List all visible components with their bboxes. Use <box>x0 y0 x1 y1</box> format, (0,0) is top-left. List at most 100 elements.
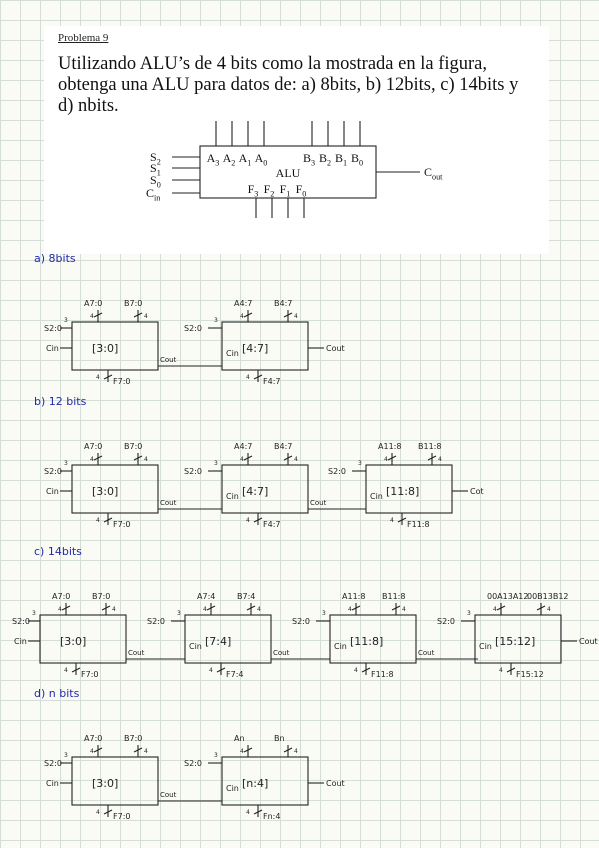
alu-bit-range: [11:8] <box>350 635 383 648</box>
f-output-label: F2 <box>264 182 275 198</box>
bus-width: 4 <box>144 748 148 755</box>
bus-width: 4 <box>58 606 62 613</box>
bus-width: 4 <box>246 374 250 381</box>
bus-width: 4 <box>294 313 298 320</box>
bus-width: 4 <box>348 606 352 613</box>
bus-width: 4 <box>246 809 250 816</box>
a-bus-label: An <box>234 734 245 743</box>
b-bus-label: B11:8 <box>418 442 441 451</box>
a-bus-label: A7:0 <box>52 592 70 601</box>
f-bus-label: Fn:4 <box>263 812 280 821</box>
s-input-label: S2:0 <box>184 324 202 333</box>
f-bus-label: F7:4 <box>226 670 243 679</box>
cin-label: Cin <box>226 492 239 501</box>
b-input-label: B1 <box>335 151 347 167</box>
f-bus-label: F7:0 <box>113 812 130 821</box>
bus-slash <box>243 312 253 318</box>
bus-width: 4 <box>499 667 503 674</box>
bus-slash <box>496 605 506 611</box>
alu-bit-range: [3:0] <box>92 485 118 498</box>
a-bus-label: A11:8 <box>342 592 365 601</box>
bus-width: 4 <box>203 606 207 613</box>
cascade-alu-box <box>184 614 272 664</box>
s-input-label: S2:0 <box>292 617 310 626</box>
cout-label: Cout <box>128 649 145 657</box>
alu-name: ALU <box>276 166 301 180</box>
bus-width: 4 <box>64 667 68 674</box>
bus-slash <box>391 605 401 611</box>
a-bus-label: A7:4 <box>197 592 215 601</box>
b-bus-label: B7:0 <box>124 442 142 451</box>
f-bus-label: F7:0 <box>113 377 130 386</box>
b-bus-label: B7:0 <box>124 734 142 743</box>
bus-slash <box>253 517 263 523</box>
b-bus-label: 00B13B12 <box>527 592 569 601</box>
a-bus-label: 00A13A12 <box>487 592 528 601</box>
f-bus-label: F4:7 <box>263 520 280 529</box>
s-input-label: S2:0 <box>44 324 62 333</box>
cascade-alu-box <box>71 321 159 371</box>
bus-width: 4 <box>96 809 100 816</box>
s-input-label: S2:0 <box>12 617 30 626</box>
a-bus-label: A7:0 <box>84 734 102 743</box>
a-bus-label: A7:0 <box>84 442 102 451</box>
section-label: a) 8bits <box>34 252 76 265</box>
bus-width: 4 <box>240 313 244 320</box>
bus-width: 4 <box>240 456 244 463</box>
cin-label: Cin <box>226 349 239 358</box>
bus-slash <box>283 312 293 318</box>
bus-width: 3 <box>358 460 362 467</box>
bus-width: 3 <box>64 460 68 467</box>
bus-width: 3 <box>214 460 218 467</box>
cin-label: Cin <box>146 186 160 202</box>
b-bus-label: B7:4 <box>237 592 255 601</box>
s-input-label: S2:0 <box>184 467 202 476</box>
cout-label: Cout <box>160 791 177 799</box>
bus-slash <box>216 667 226 673</box>
cin-label: Cin <box>479 642 492 651</box>
cin-label: Cin <box>46 487 59 496</box>
b-bus-label: B7:0 <box>124 299 142 308</box>
bus-slash <box>536 605 546 611</box>
cout-label: Cout <box>160 499 177 507</box>
bus-slash <box>506 667 516 673</box>
cin-label: Cin <box>226 784 239 793</box>
bus-slash <box>397 517 407 523</box>
bus-width: 4 <box>390 517 394 524</box>
select-label: S1 <box>150 161 161 177</box>
cascade-alu-box <box>71 464 159 514</box>
bus-width: 4 <box>438 456 442 463</box>
cin-label: Cin <box>46 779 59 788</box>
cascade-alu-box <box>71 756 159 806</box>
a-bus-label: A4:7 <box>234 442 252 451</box>
bus-width: 4 <box>209 667 213 674</box>
a-input-label: A3 <box>207 151 220 167</box>
bus-width: 4 <box>96 374 100 381</box>
section-label: c) 14bits <box>34 545 82 558</box>
cascade-alu-box <box>221 464 309 514</box>
bus-slash <box>253 374 263 380</box>
f-bus-label: F11:8 <box>371 670 394 679</box>
cascade-alu-box <box>221 321 309 371</box>
bus-width: 3 <box>467 610 471 617</box>
bus-slash <box>103 809 113 815</box>
alu-bit-range: [n:4] <box>242 777 268 790</box>
bus-slash <box>133 312 143 318</box>
cin-label: Cin <box>370 492 383 501</box>
cin-label: Cin <box>14 637 27 646</box>
alu-bit-range: [7:4] <box>205 635 231 648</box>
bus-width: 3 <box>214 752 218 759</box>
a-bus-label: A11:8 <box>378 442 401 451</box>
bus-slash <box>283 747 293 753</box>
cascade-alu-box <box>329 614 417 664</box>
s-input-label: S2:0 <box>44 759 62 768</box>
cin-label: Cin <box>334 642 347 651</box>
s-input-label: S2:0 <box>147 617 165 626</box>
cout-label: Cot <box>470 487 484 496</box>
bus-width: 3 <box>214 317 218 324</box>
bus-slash <box>361 667 371 673</box>
cout-label: Cout <box>579 637 598 646</box>
a-input-label: A0 <box>255 151 268 167</box>
b-bus-label: B11:8 <box>382 592 405 601</box>
